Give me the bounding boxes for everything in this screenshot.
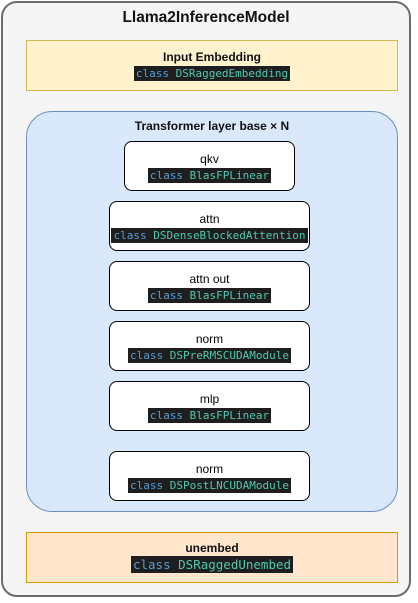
class-name: BlasFPLinear: [189, 409, 270, 422]
class-keyword: class: [132, 557, 171, 572]
class-name: DSRaggedEmbedding: [175, 67, 289, 80]
layer-label: norm: [195, 462, 224, 476]
class-keyword: class: [149, 409, 183, 422]
unembed-class-code: class DSRaggedUnembed: [130, 556, 294, 573]
class-name: DSPostLNCUDAModule: [169, 479, 289, 492]
class-name: DSPreRMSCUDAModule: [169, 349, 289, 362]
layer-label: attn: [199, 212, 220, 226]
class-keyword: class: [149, 169, 183, 182]
layer-class-code: class BlasFPLinear: [147, 168, 272, 183]
input-embedding-class-code: class DSRaggedEmbedding: [133, 66, 291, 81]
layer-label: attn out: [189, 272, 230, 286]
layer-mlp: mlp class BlasFPLinear: [109, 381, 310, 431]
layer-class-code: class DSDenseBlockedAttention: [111, 228, 308, 243]
input-embedding-box: Input Embedding class DSRaggedEmbedding: [26, 40, 398, 91]
input-embedding-label: Input Embedding: [163, 50, 261, 64]
class-keyword: class: [135, 67, 169, 80]
class-keyword: class: [113, 229, 147, 242]
transformer-group-title: Transformer layer base × N: [134, 119, 290, 133]
class-keyword: class: [130, 349, 164, 362]
layer-attn: attn class DSDenseBlockedAttention: [109, 201, 310, 251]
layer-class-code: class BlasFPLinear: [147, 408, 272, 423]
class-keyword: class: [130, 479, 164, 492]
layer-label: norm: [195, 332, 224, 346]
layer-attn-out: attn out class BlasFPLinear: [109, 261, 310, 311]
model-title: Llama2InferenceModel: [122, 9, 290, 26]
class-name: DSRaggedUnembed: [178, 557, 292, 572]
unembed-label: unembed: [185, 541, 239, 555]
layer-class-code: class DSPostLNCUDAModule: [128, 478, 291, 493]
layer-class-code: class DSPreRMSCUDAModule: [128, 348, 291, 363]
layer-norm-pre: norm class DSPreRMSCUDAModule: [109, 321, 310, 371]
class-name: DSDenseBlockedAttention: [153, 229, 306, 242]
class-name: BlasFPLinear: [189, 289, 270, 302]
layer-label: mlp: [199, 392, 220, 406]
class-keyword: class: [149, 289, 183, 302]
unembed-box: unembed class DSRaggedUnembed: [26, 532, 398, 583]
layer-label: qkv: [200, 152, 219, 166]
layer-norm-post: norm class DSPostLNCUDAModule: [109, 451, 310, 501]
class-name: BlasFPLinear: [189, 169, 270, 182]
layer-qkv: qkv class BlasFPLinear: [124, 141, 295, 191]
layer-class-code: class BlasFPLinear: [147, 288, 272, 303]
